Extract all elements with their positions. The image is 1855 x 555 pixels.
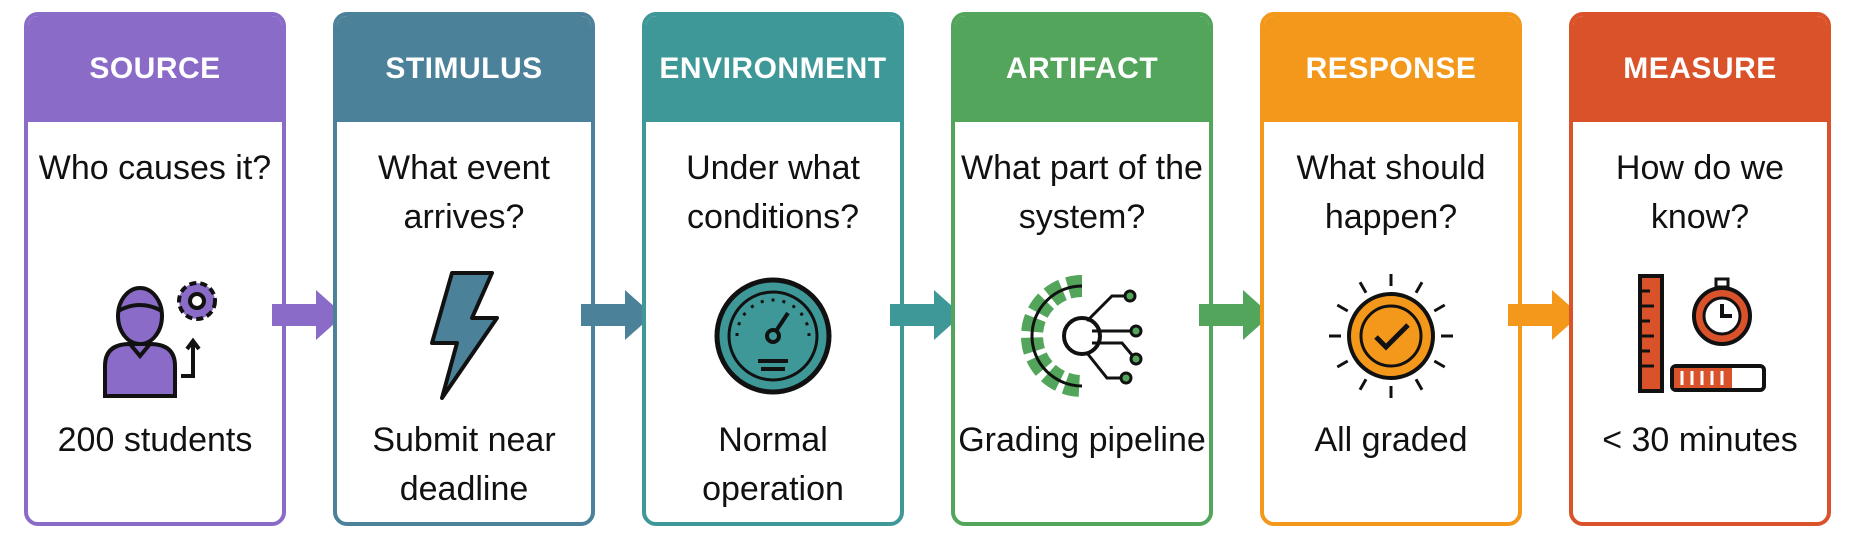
- step-card-stimulus: STIMULUS What event arrives? Submit near…: [333, 12, 595, 526]
- step-question: What part of the system?: [961, 149, 1203, 236]
- sun-check-icon: [1321, 271, 1461, 401]
- arrow-right-icon: [1508, 290, 1586, 340]
- step-card-response: RESPONSE What should happen? All graded: [1260, 12, 1522, 526]
- step-answer: Normal operation: [702, 421, 844, 508]
- lightning-icon: [394, 271, 534, 401]
- step-title: SOURCE: [28, 16, 282, 122]
- gauge-icon: [703, 271, 843, 401]
- arrow-right-icon: [890, 290, 968, 340]
- step-answer: All graded: [1314, 421, 1468, 459]
- step-question: How do we know?: [1615, 149, 1785, 236]
- step-answer: 200 students: [57, 421, 253, 459]
- arrow-right-icon: [1199, 290, 1277, 340]
- step-question: Who causes it?: [38, 149, 272, 187]
- step-card-measure: MEASURE How do we know? < 30 minutes: [1569, 12, 1831, 526]
- step-title: STIMULUS: [337, 16, 591, 122]
- step-question: Under what conditions?: [686, 149, 860, 236]
- step-title: RESPONSE: [1264, 16, 1518, 122]
- ruler-stopwatch-icon: [1630, 271, 1770, 401]
- step-answer: Submit near deadline: [372, 421, 556, 508]
- step-title: ENVIRONMENT: [646, 16, 900, 122]
- arrow-right-icon: [272, 290, 350, 340]
- step-title: ARTIFACT: [955, 16, 1209, 122]
- gear-circuit-icon: [1012, 271, 1152, 401]
- step-question: What event arrives?: [378, 149, 550, 236]
- step-card-environment: ENVIRONMENT Under what conditions? Norma…: [642, 12, 904, 526]
- person-gear-icon: [85, 271, 225, 401]
- step-title: MEASURE: [1573, 16, 1827, 122]
- step-card-artifact: ARTIFACT What part of the system? Gradin…: [951, 12, 1213, 526]
- step-question: What should happen?: [1296, 149, 1486, 236]
- step-answer: Grading pipeline: [958, 421, 1206, 459]
- arrow-right-icon: [581, 290, 659, 340]
- step-answer: < 30 minutes: [1602, 421, 1798, 459]
- step-card-source: SOURCE Who causes it? 200 students: [24, 12, 286, 526]
